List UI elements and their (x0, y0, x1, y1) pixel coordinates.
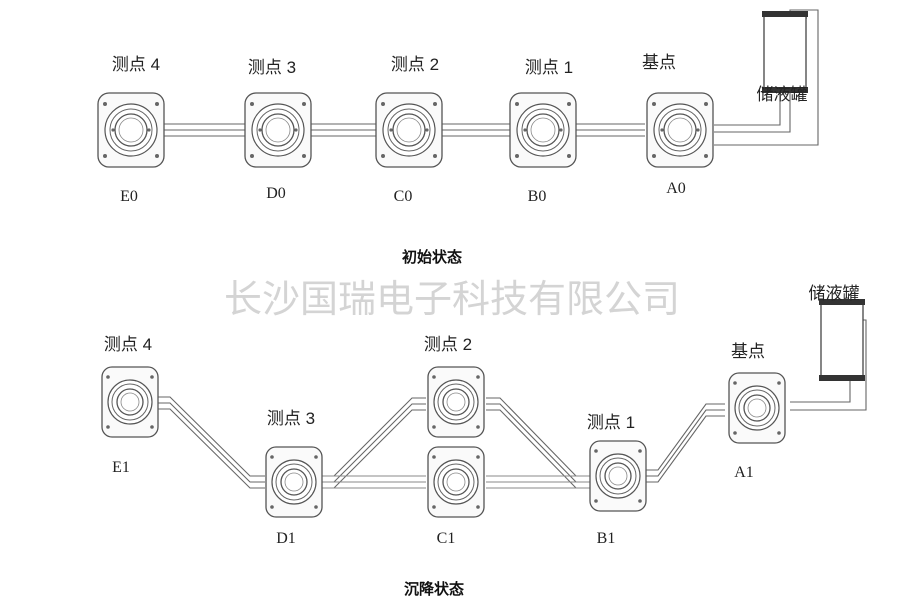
settled-pipes (158, 319, 867, 489)
initial-tank-label: 储液罐 (757, 85, 808, 104)
settled-code-a: A1 (734, 464, 754, 481)
initial-sensor-d0 (244, 92, 312, 168)
settled-label-e: 测点 4 (104, 335, 152, 354)
settled-state-panel: 测点 4 测点 3 测点 2 测点 1 基点 储液罐 E1 D1 C1 B1 A… (101, 284, 867, 598)
settled-caption: 沉降状态 (404, 580, 464, 598)
initial-code-c: C0 (394, 188, 413, 205)
settled-label-c: 测点 2 (424, 335, 472, 354)
watermark-text: 长沙国瑞电子科技有限公司 (224, 279, 680, 321)
initial-caption: 初始状态 (402, 248, 462, 266)
initial-tank (761, 10, 809, 94)
settled-label-d: 测点 3 (267, 409, 315, 428)
initial-label-d: 测点 3 (248, 58, 296, 77)
initial-label-a: 基点 (642, 53, 676, 72)
settled-sensor-d1 (265, 446, 323, 518)
initial-label-b: 测点 1 (525, 58, 573, 77)
settled-code-b: B1 (597, 530, 616, 547)
settled-label-b: 测点 1 (587, 413, 635, 432)
initial-sensor-b0 (509, 92, 577, 168)
initial-code-e: E0 (120, 188, 138, 205)
settled-code-c: C1 (437, 530, 456, 547)
settled-tank-label: 储液罐 (809, 284, 860, 303)
initial-state-panel: 测点 4 测点 3 测点 2 测点 1 基点 储液罐 E0 D0 C0 B0 A… (97, 9, 819, 266)
initial-code-a: A0 (666, 180, 686, 197)
initial-sensor-a0 (646, 92, 714, 168)
settled-label-a: 基点 (731, 342, 765, 361)
settled-code-d: D1 (276, 530, 296, 547)
settled-sensor-c1-settled (427, 366, 485, 438)
initial-label-c: 测点 2 (391, 55, 439, 74)
initial-sensor-c0 (375, 92, 443, 168)
settled-sensor-e1 (101, 366, 159, 438)
initial-code-b: B0 (528, 188, 547, 205)
settled-sensor-a1 (728, 372, 786, 444)
initial-code-d: D0 (266, 185, 286, 202)
settled-sensor-c1 (427, 446, 485, 518)
settled-sensor-b1 (589, 440, 647, 512)
settled-code-e: E1 (112, 459, 130, 476)
initial-sensor-e0 (97, 92, 165, 168)
settled-tank (818, 298, 866, 382)
initial-label-e: 测点 4 (112, 55, 160, 74)
